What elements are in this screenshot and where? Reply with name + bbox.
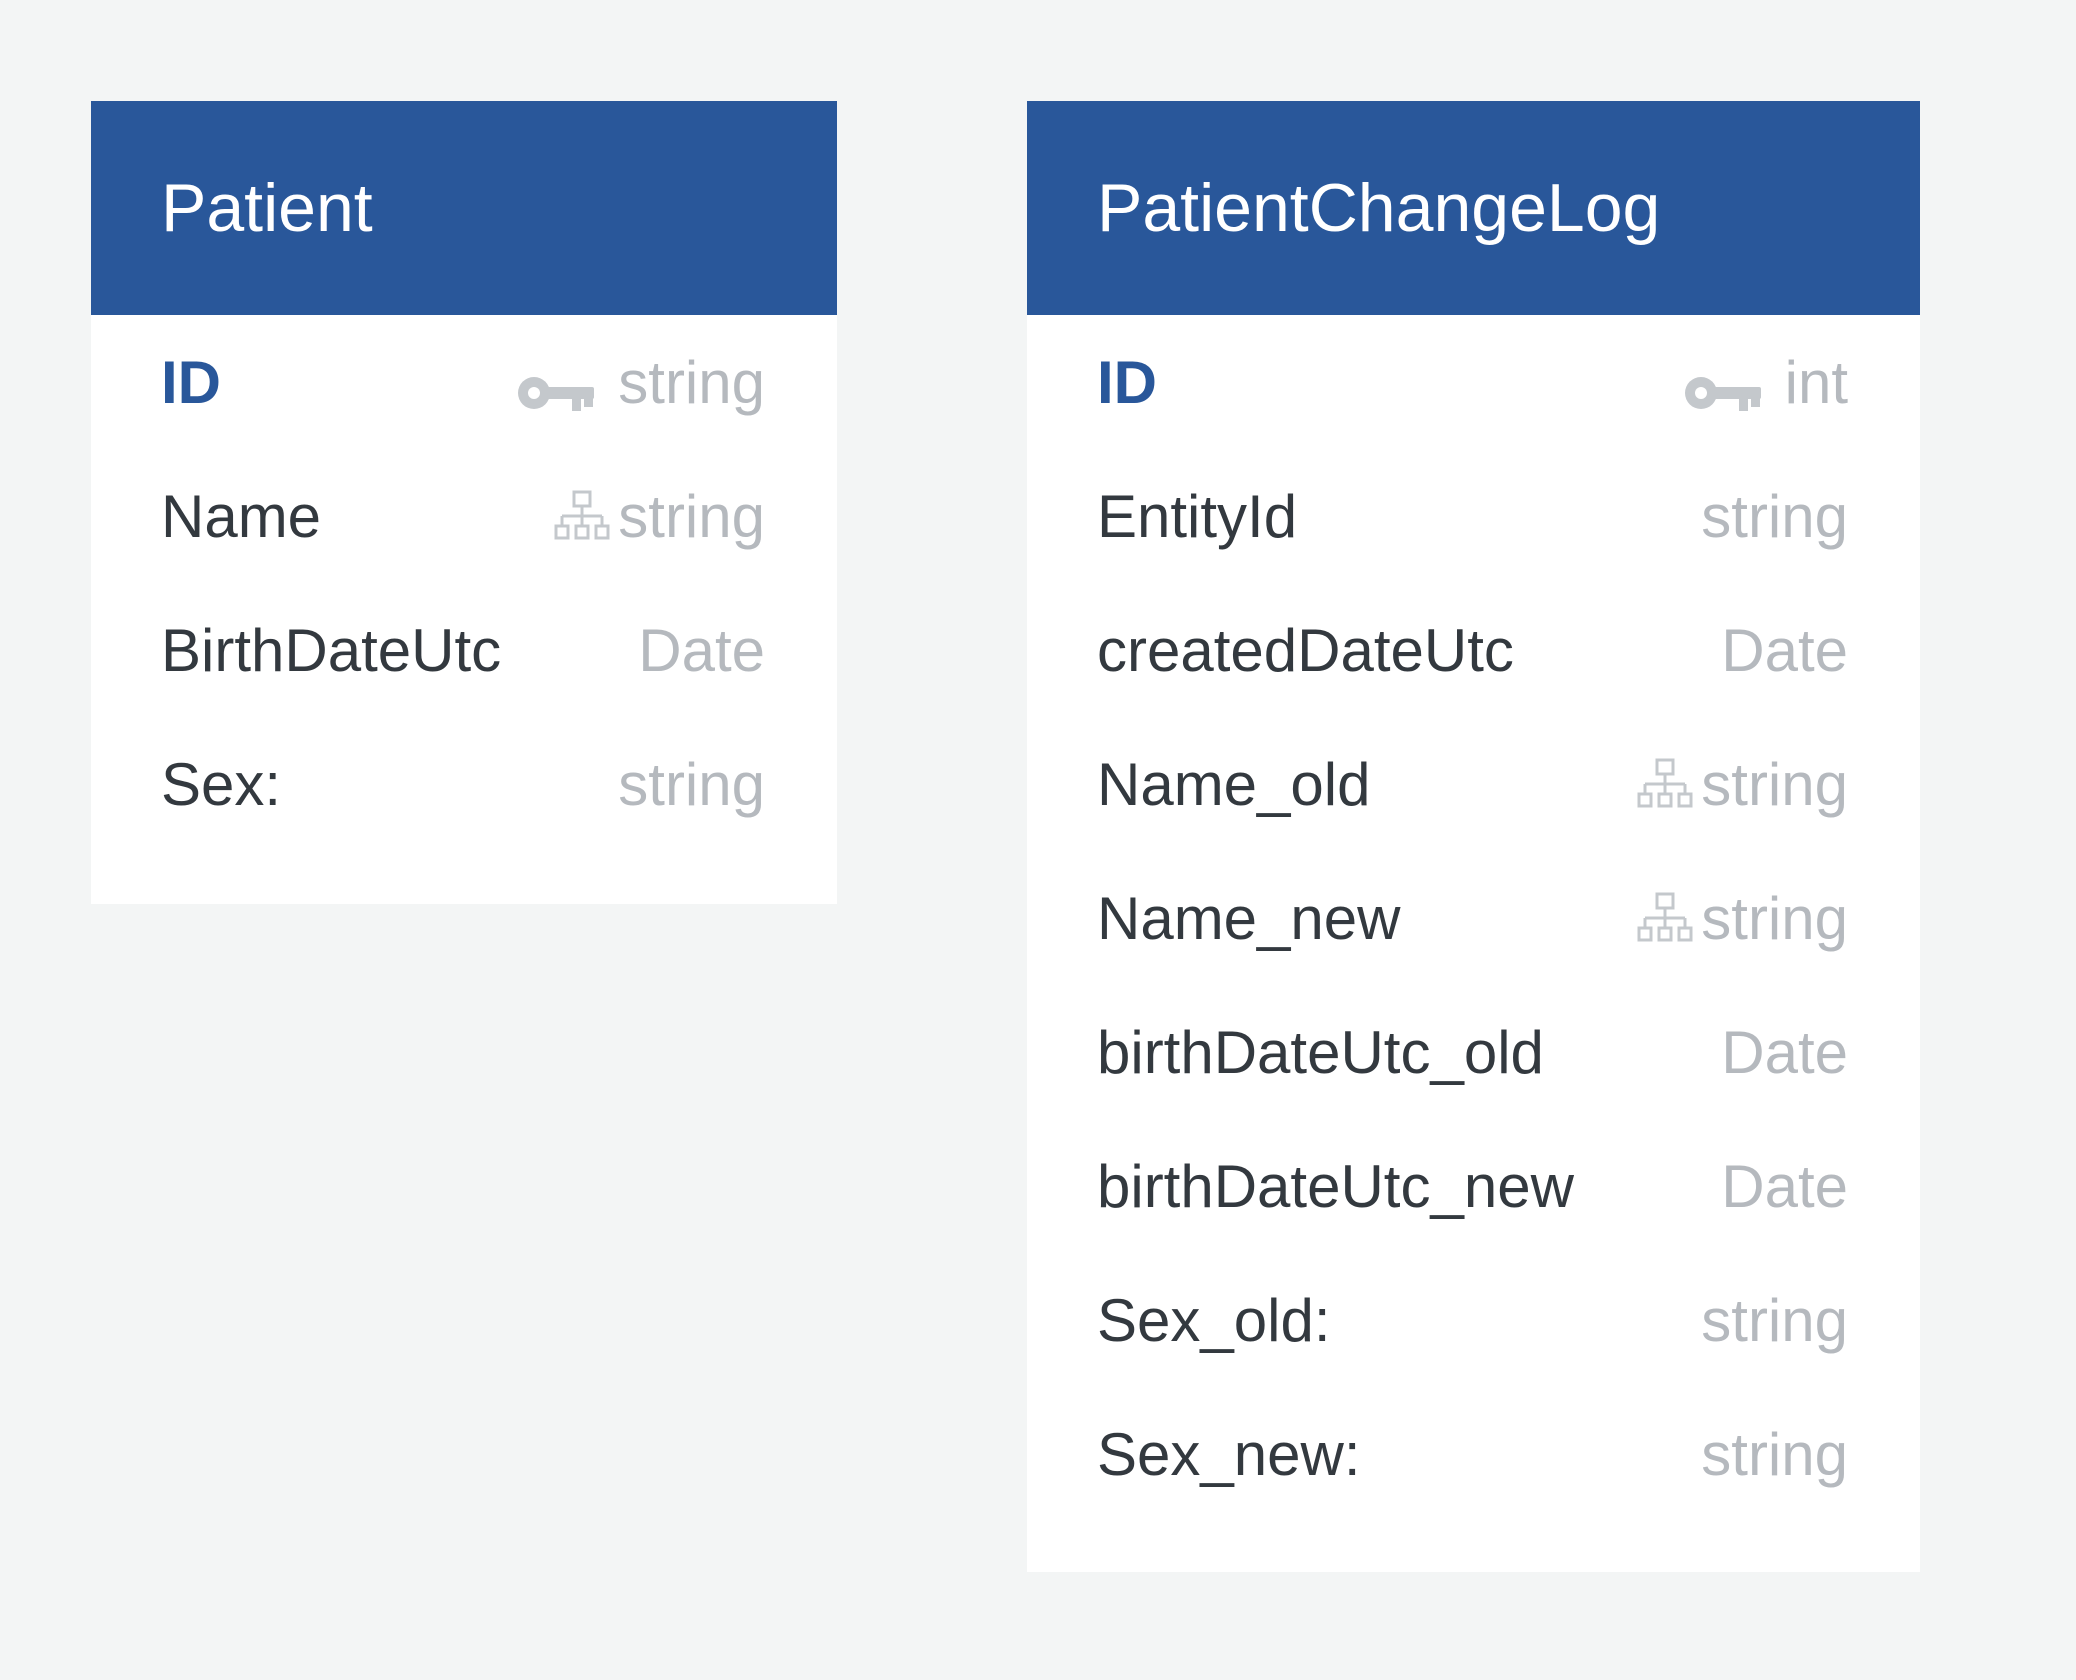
field-name: Sex_old: (1097, 1286, 1331, 1354)
field-type: string (1701, 1286, 1848, 1354)
field-name: BirthDateUtc (161, 616, 502, 684)
field-type-wrap: string (1701, 1286, 1848, 1355)
field-name: Sex_new: (1097, 1420, 1361, 1488)
field-type-wrap: string (1701, 482, 1848, 551)
field-type-wrap: Date (1721, 1152, 1848, 1221)
field-type: string (1701, 884, 1848, 952)
field-row[interactable]: Name string (91, 449, 837, 583)
field-type: string (1701, 1420, 1848, 1488)
table-header[interactable]: Patient (91, 101, 837, 315)
field-row[interactable]: ID int (1027, 315, 1920, 449)
field-name: Name (161, 482, 322, 550)
field-row[interactable]: Sex_old: string (1027, 1253, 1920, 1387)
field-row[interactable]: Name_old string (1027, 717, 1920, 851)
field-name: EntityId (1097, 482, 1298, 550)
field-type-wrap: Date (1721, 1018, 1848, 1087)
field-row[interactable]: birthDateUtc_old Date (1027, 985, 1920, 1119)
field-type-wrap: string (1635, 750, 1848, 819)
relation-icon (1635, 754, 1695, 814)
field-name: birthDateUtc_old (1097, 1018, 1544, 1086)
field-row[interactable]: createdDateUtc Date (1027, 583, 1920, 717)
relation-icon (1635, 888, 1695, 948)
table-header[interactable]: PatientChangeLog (1027, 101, 1920, 315)
table-title: Patient (161, 170, 373, 246)
field-type: Date (1721, 616, 1848, 684)
field-name: Name_old (1097, 750, 1371, 818)
field-type: Date (1721, 1152, 1848, 1220)
field-type-wrap: string (1701, 1420, 1848, 1489)
field-type-wrap: string (618, 750, 765, 819)
relation-icon (552, 486, 612, 546)
field-type: Date (1721, 1018, 1848, 1086)
field-name: birthDateUtc_new (1097, 1152, 1574, 1220)
field-type-wrap: string (1635, 884, 1848, 953)
field-name: ID (1097, 348, 1157, 416)
field-type-wrap: Date (638, 616, 765, 685)
field-type: string (1701, 482, 1848, 550)
field-row[interactable]: ID string (91, 315, 837, 449)
field-row[interactable]: Sex: string (91, 717, 837, 851)
key-icon (514, 360, 596, 411)
field-type-wrap: Date (1721, 616, 1848, 685)
field-type-wrap: int (1681, 348, 1848, 417)
field-type: string (618, 482, 765, 550)
key-icon (1681, 360, 1763, 411)
field-row[interactable]: birthDateUtc_new Date (1027, 1119, 1920, 1253)
field-row[interactable]: Name_new string (1027, 851, 1920, 985)
field-name: Name_new (1097, 884, 1401, 952)
field-type: string (1701, 750, 1848, 818)
field-type-wrap: string (514, 348, 765, 417)
field-row[interactable]: BirthDateUtc Date (91, 583, 837, 717)
field-type: string (618, 750, 765, 818)
field-name: Sex: (161, 750, 282, 818)
field-name: createdDateUtc (1097, 616, 1514, 684)
field-type-wrap: string (552, 482, 765, 551)
field-name: ID (161, 348, 221, 416)
field-row[interactable]: Sex_new: string (1027, 1387, 1920, 1521)
table-title: PatientChangeLog (1097, 170, 1661, 246)
field-type: int (1784, 348, 1848, 416)
field-type: string (618, 348, 765, 416)
field-row[interactable]: EntityId string (1027, 449, 1920, 583)
field-type: Date (638, 616, 765, 684)
